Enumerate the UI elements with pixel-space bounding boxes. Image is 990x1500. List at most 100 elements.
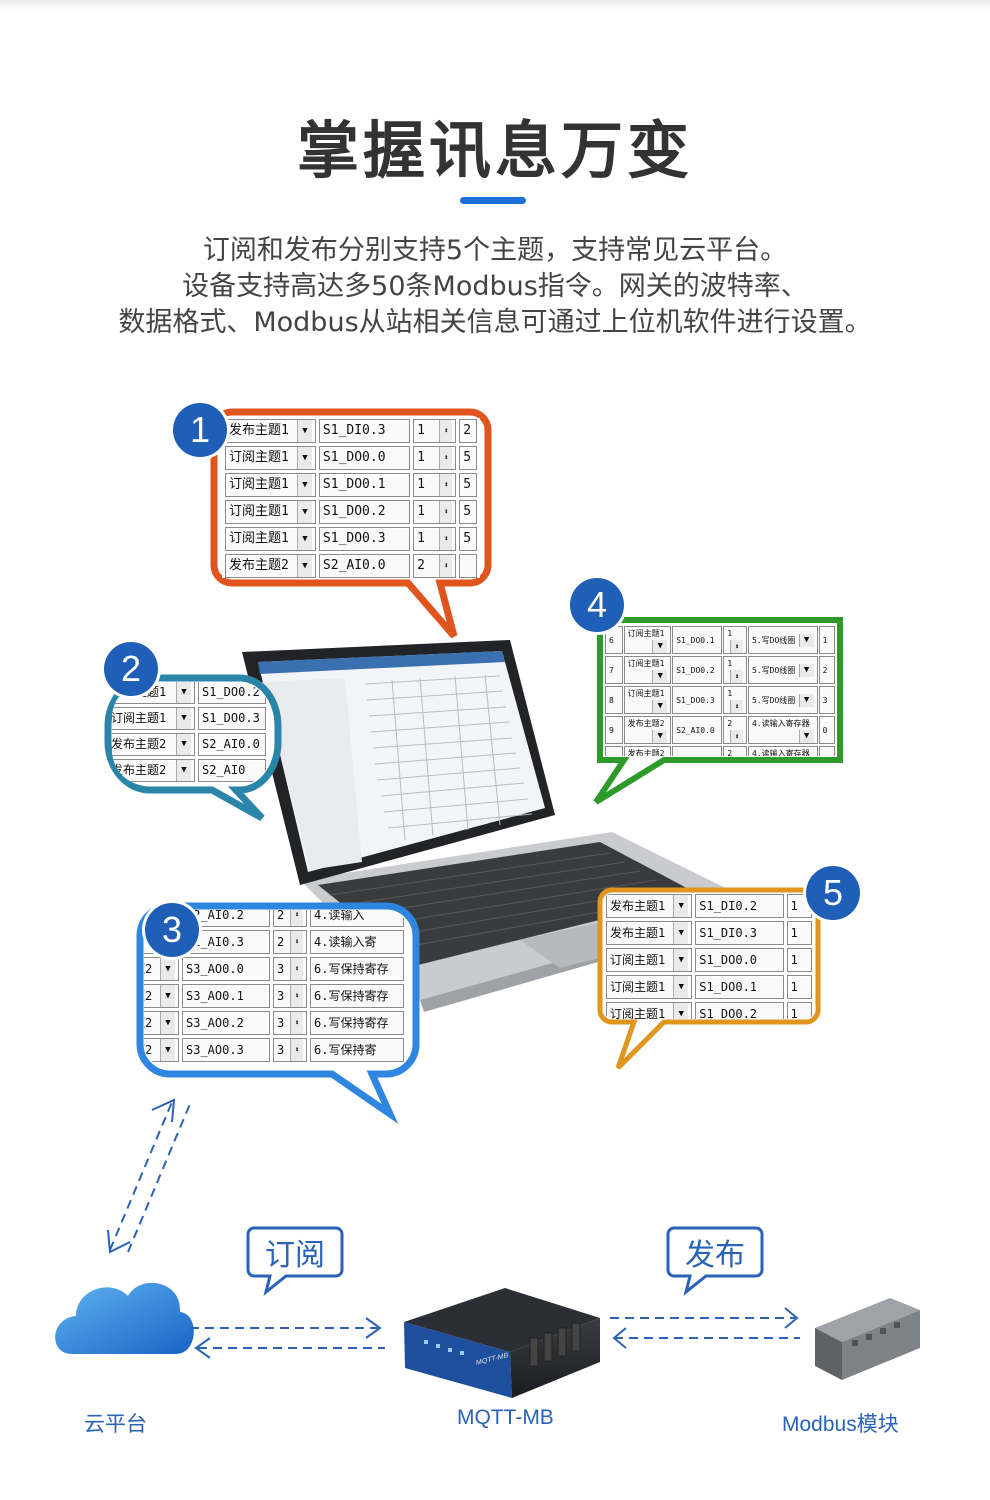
- table-cell[interactable]: 订阅主题1▼: [623, 656, 672, 684]
- table-cell[interactable]: S1_DO0.3: [198, 707, 266, 730]
- table-cell[interactable]: S1_DO0.2: [318, 500, 411, 524]
- table-cell[interactable]: 1⬍: [413, 527, 457, 551]
- table-cell[interactable]: 主题2▼: [144, 1038, 179, 1062]
- dropdown-arrow-icon[interactable]: ▼: [296, 528, 312, 550]
- table-cell[interactable]: 主题2▼: [144, 1011, 179, 1035]
- spinner-icon[interactable]: ⬍: [290, 958, 303, 980]
- table-cell[interactable]: S1_DO0.0: [318, 446, 411, 470]
- dropdown-arrow-icon[interactable]: ▼: [798, 730, 814, 743]
- table-cell[interactable]: 发布主题2▼: [225, 554, 316, 578]
- table-cell[interactable]: S3_AO0.3: [182, 1038, 270, 1062]
- dropdown-arrow-icon[interactable]: ▼: [652, 700, 668, 713]
- table-cell[interactable]: 1⬍: [413, 446, 457, 470]
- table-cell[interactable]: 2⬍: [273, 930, 307, 954]
- dropdown-arrow-icon[interactable]: ▼: [176, 734, 191, 755]
- dropdown-arrow-icon[interactable]: ▼: [176, 682, 191, 703]
- table-cell[interactable]: S1_DO0.1: [672, 626, 723, 654]
- table-cell[interactable]: S1_DI0.2: [695, 894, 784, 918]
- table-cell[interactable]: S1_DO0.2: [198, 682, 266, 704]
- table-cell[interactable]: 6.写保持寄存: [310, 957, 404, 981]
- table-cell[interactable]: 1: [786, 921, 812, 945]
- table-cell[interactable]: S2_AI0.0: [198, 733, 266, 756]
- table-cell[interactable]: 订阅主题1▼: [606, 948, 693, 972]
- table-cell[interactable]: 6.写保持寄: [310, 1038, 404, 1062]
- dropdown-arrow-icon[interactable]: ▼: [652, 670, 668, 683]
- table-cell[interactable]: S1_DI0.3: [695, 921, 784, 945]
- table-cell[interactable]: S1_DO0.3: [318, 527, 411, 551]
- table-cell[interactable]: 4.读输入: [310, 910, 404, 927]
- table-cell[interactable]: 订阅主题1▼: [225, 473, 316, 497]
- table-cell[interactable]: S1_DO0.3: [672, 686, 723, 714]
- table-cell[interactable]: 5: [459, 527, 477, 551]
- table-cell[interactable]: 发布主题2▼: [623, 746, 672, 756]
- dropdown-arrow-icon[interactable]: ▼: [296, 447, 312, 469]
- spinner-icon[interactable]: ⬍: [439, 528, 453, 550]
- dropdown-arrow-icon[interactable]: ▼: [160, 958, 175, 980]
- table-cell[interactable]: 3: [818, 686, 835, 714]
- table-cell[interactable]: S2_AI0.0: [672, 716, 723, 744]
- spinner-icon[interactable]: ⬍: [290, 985, 303, 1007]
- table-cell[interactable]: 1⬍: [413, 419, 457, 443]
- table-cell[interactable]: 发布主题2▼: [112, 759, 195, 782]
- dropdown-arrow-icon[interactable]: ▼: [160, 985, 175, 1007]
- table-cell[interactable]: S2_AI0.3: [182, 930, 270, 954]
- dropdown-arrow-icon[interactable]: ▼: [673, 949, 689, 971]
- table-cell[interactable]: 9: [605, 716, 623, 744]
- dropdown-arrow-icon[interactable]: ▼: [296, 474, 312, 496]
- table-cell[interactable]: 发布主题1▼: [606, 921, 693, 945]
- table-cell[interactable]: 订阅主题1▼: [225, 527, 316, 551]
- table-cell[interactable]: 1⬍: [413, 473, 457, 497]
- table-cell[interactable]: 5.写DO线圈▼: [748, 686, 818, 714]
- table-cell[interactable]: 8: [605, 686, 623, 714]
- table-cell[interactable]: 1: [786, 1002, 812, 1019]
- table-cell[interactable]: S1_DO0.0: [695, 948, 784, 972]
- table-cell[interactable]: S3_AO0.1: [182, 984, 270, 1008]
- table-cell[interactable]: 1: [818, 626, 835, 654]
- table-cell[interactable]: 订阅主题1▼: [225, 500, 316, 524]
- dropdown-arrow-icon[interactable]: ▼: [652, 640, 668, 653]
- table-cell[interactable]: S1_DO0.1: [695, 975, 784, 999]
- table-cell[interactable]: 1: [786, 975, 812, 999]
- dropdown-arrow-icon[interactable]: ▼: [798, 693, 814, 707]
- table-cell[interactable]: 4.读输入寄存器▼: [748, 746, 818, 756]
- dropdown-arrow-icon[interactable]: ▼: [798, 633, 814, 647]
- table-cell[interactable]: 1⬍: [723, 626, 748, 654]
- spinner-icon[interactable]: ⬍: [290, 1039, 303, 1061]
- table-cell[interactable]: 订阅主题1▼: [606, 975, 693, 999]
- table-cell[interactable]: S2_AI0.0: [318, 554, 411, 578]
- table-cell[interactable]: 5.写DO线圈▼: [748, 656, 818, 684]
- table-cell[interactable]: 订阅主题1▼: [606, 1002, 693, 1019]
- table-cell[interactable]: S1_DO0.2: [672, 656, 723, 684]
- table-cell[interactable]: 主题2▼: [144, 984, 179, 1008]
- table-cell[interactable]: 3⬍: [273, 1011, 307, 1035]
- table-cell[interactable]: S1_DI0.3: [318, 419, 411, 443]
- table-cell[interactable]: 1: [818, 746, 835, 756]
- table-cell[interactable]: 2⬍: [273, 910, 307, 927]
- table-cell[interactable]: 2: [818, 656, 835, 684]
- dropdown-arrow-icon[interactable]: ▼: [296, 420, 312, 442]
- table-cell[interactable]: 4.读输入寄: [310, 930, 404, 954]
- dropdown-arrow-icon[interactable]: ▼: [652, 730, 668, 743]
- table-cell[interactable]: 订阅主题1▼: [225, 446, 316, 470]
- table-cell[interactable]: 订阅主题1▼: [623, 626, 672, 654]
- table-cell[interactable]: 4.读输入寄存器▼: [748, 716, 818, 744]
- table-cell[interactable]: 3⬍: [273, 1038, 307, 1062]
- table-cell[interactable]: 2: [459, 419, 477, 443]
- dropdown-arrow-icon[interactable]: ▼: [673, 895, 689, 917]
- dropdown-arrow-icon[interactable]: ▼: [296, 555, 312, 577]
- table-cell[interactable]: 2⬍: [723, 716, 748, 744]
- spinner-icon[interactable]: ⬍: [439, 447, 453, 469]
- spinner-icon[interactable]: ⬍: [439, 474, 453, 496]
- table-cell[interactable]: 1⬍: [723, 686, 748, 714]
- table-cell[interactable]: 3⬍: [273, 957, 307, 981]
- table-cell[interactable]: S3_AO0.2: [182, 1011, 270, 1035]
- spinner-icon[interactable]: ⬍: [730, 640, 744, 653]
- table-cell[interactable]: S2_AI0: [198, 759, 266, 782]
- table-cell[interactable]: 3⬍: [273, 984, 307, 1008]
- table-cell[interactable]: [459, 554, 477, 578]
- spinner-icon[interactable]: ⬍: [290, 931, 303, 953]
- spinner-icon[interactable]: ⬍: [730, 700, 744, 713]
- dropdown-arrow-icon[interactable]: ▼: [176, 760, 191, 781]
- table-cell[interactable]: 6.写保持寄存: [310, 984, 404, 1008]
- table-cell[interactable]: 发布主题2▼: [623, 716, 672, 744]
